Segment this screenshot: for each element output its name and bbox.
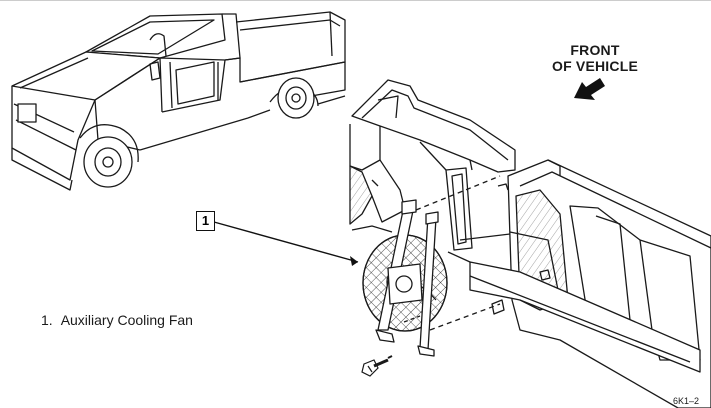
auxiliary-cooling-fan: [362, 199, 448, 357]
front-of-vehicle-label: FRONT OF VEHICLE: [535, 42, 655, 74]
front-label-line2: OF VEHICLE: [551, 58, 638, 74]
pickup-truck-illustration: [11, 11, 346, 191]
mounting-bolt-icon: [361, 355, 393, 377]
front-label-line1: FRONT: [570, 42, 620, 58]
front-direction-arrow-icon: [574, 78, 605, 100]
legend-item-text: Auxiliary Cooling Fan: [60, 312, 193, 328]
callout-number-box: 1: [196, 211, 215, 231]
callout-leader-line: [213, 221, 359, 266]
legend-item: 1. Auxiliary Cooling Fan: [41, 312, 193, 328]
radiator-support-structure: [349, 79, 711, 408]
figure-code: 6K1–2: [673, 396, 700, 406]
legend-item-number: 1.: [41, 312, 53, 328]
